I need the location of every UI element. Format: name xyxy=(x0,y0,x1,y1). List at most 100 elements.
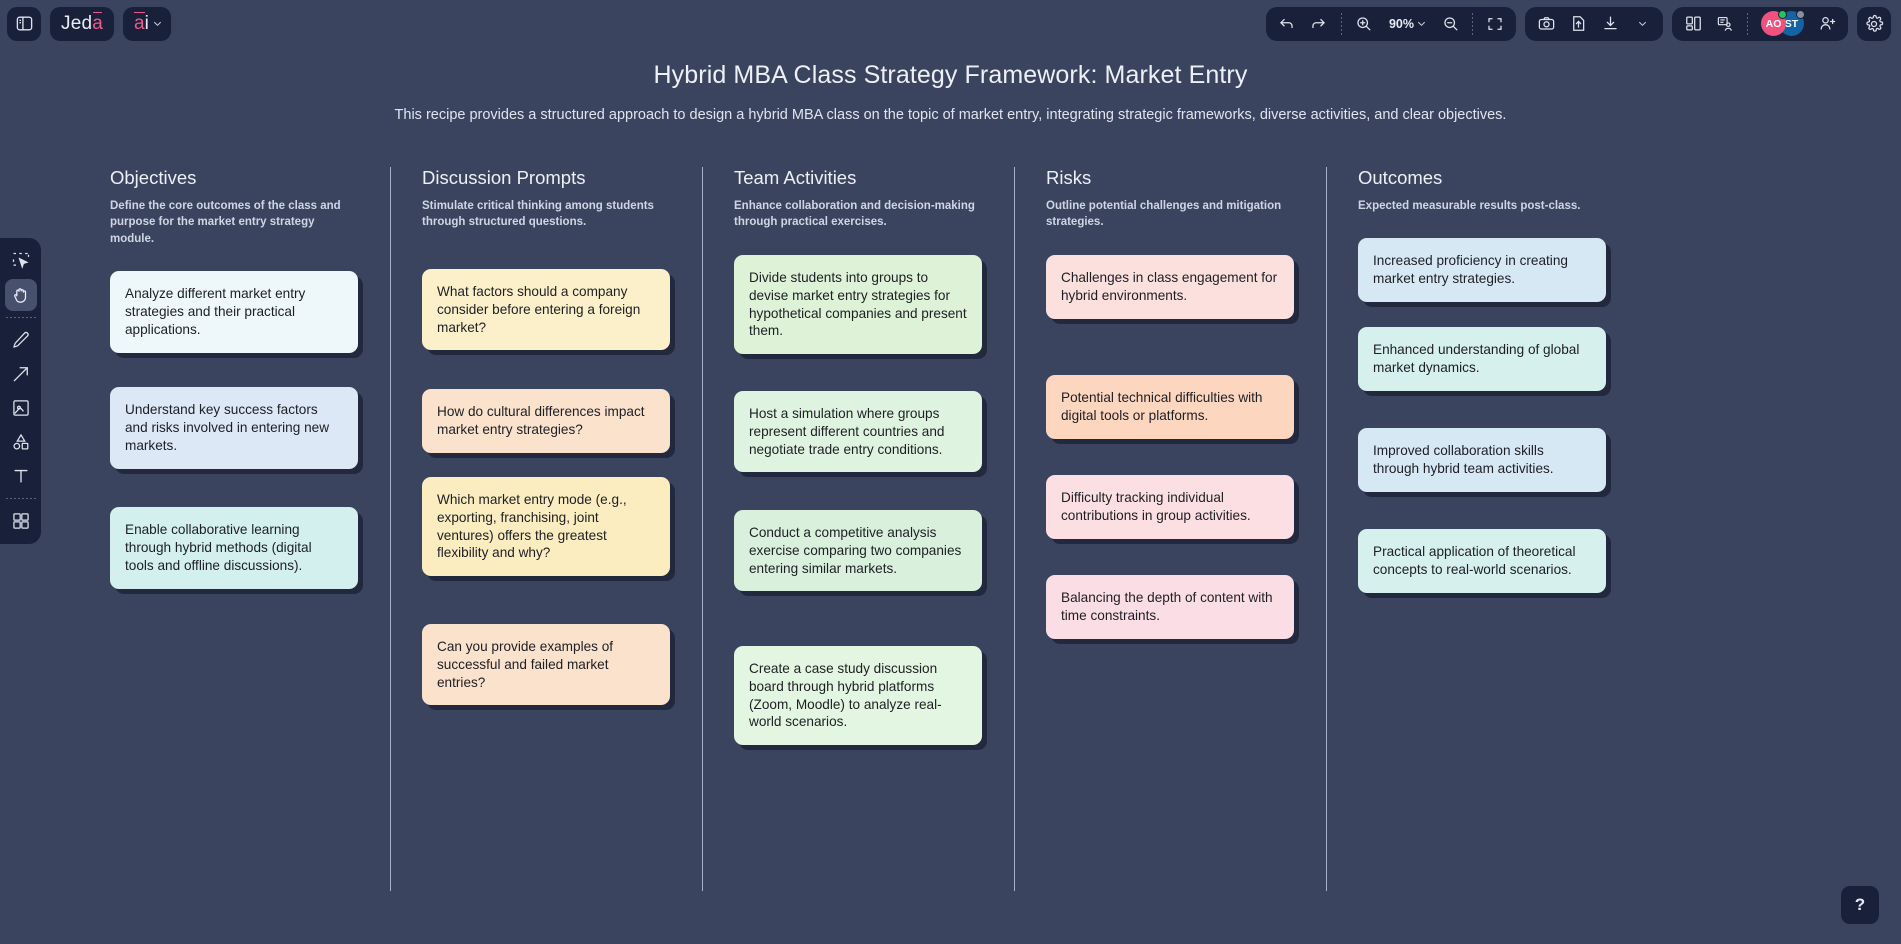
column-heading: Objectives xyxy=(110,167,197,188)
image-icon xyxy=(11,398,31,418)
column-divider xyxy=(1326,167,1327,891)
logo-text: Jeda xyxy=(61,12,104,34)
board-canvas[interactable]: Hybrid MBA Class Strategy Framework: Mar… xyxy=(0,47,1901,944)
toolbar-right-group: 90% xyxy=(1265,6,1901,41)
zoom-level-dropdown[interactable]: 90% xyxy=(1381,9,1433,39)
sticky-card[interactable]: Analyze different market entry strategie… xyxy=(110,270,358,353)
help-button[interactable]: ? xyxy=(1841,886,1879,924)
sticky-card[interactable]: Balancing the depth of content with time… xyxy=(1046,574,1294,639)
rail-divider-1 xyxy=(5,317,36,318)
board-subtitle: This recipe provides a structured approa… xyxy=(394,107,1507,123)
apps-tool-button[interactable] xyxy=(5,505,37,537)
sticky-card[interactable]: Create a case study discussion board thr… xyxy=(734,645,982,746)
shapes-tool-button[interactable] xyxy=(5,426,37,458)
text-icon xyxy=(11,466,31,486)
zoom-out-button[interactable] xyxy=(1435,9,1465,39)
cursor-select-icon xyxy=(11,251,31,271)
avatar-stack[interactable]: AO ST xyxy=(1755,9,1810,39)
image-tool-button[interactable] xyxy=(5,392,37,424)
toolbar-divider xyxy=(1340,12,1342,35)
sidebar-toggle-button[interactable] xyxy=(7,6,41,41)
settings-button[interactable] xyxy=(1857,6,1891,41)
collab-group: AO ST xyxy=(1672,6,1848,41)
toolbar-left-group: Jeda ai xyxy=(0,6,171,41)
column-description: Enhance collaboration and decision-makin… xyxy=(734,200,975,229)
fit-to-screen-button[interactable] xyxy=(1480,9,1510,39)
sticky-card[interactable]: Practical application of theoretical con… xyxy=(1358,529,1606,594)
column-divider xyxy=(1014,167,1015,891)
column-heading: Team Activities xyxy=(734,167,857,188)
sticky-card[interactable]: Challenges in class engagement for hybri… xyxy=(1046,254,1294,319)
sticky-card[interactable]: Difficulty tracking individual contribut… xyxy=(1046,474,1294,539)
column-cards: Analyze different market entry strategie… xyxy=(110,270,358,891)
column-description: Stimulate critical thinking among studen… xyxy=(422,200,654,229)
sticky-card[interactable]: Enhanced understanding of global market … xyxy=(1358,327,1606,392)
column-cards: Challenges in class engagement for hybri… xyxy=(1046,254,1294,875)
presentation-button[interactable] xyxy=(1710,9,1740,39)
history-zoom-group: 90% xyxy=(1265,6,1516,41)
export-dropdown[interactable] xyxy=(1627,9,1657,39)
export-group xyxy=(1525,6,1663,41)
shapes-icon xyxy=(11,432,31,452)
sticky-card[interactable]: What factors should a company consider b… xyxy=(422,268,670,351)
column-divider xyxy=(390,167,391,891)
status-dot-away xyxy=(1796,10,1805,19)
avatar-ao[interactable]: AO xyxy=(1761,10,1787,36)
sticky-card[interactable]: Which market entry mode (e.g., exporting… xyxy=(422,476,670,577)
zoom-in-button[interactable] xyxy=(1349,9,1379,39)
toolbar-divider-2 xyxy=(1472,12,1473,35)
sticky-card[interactable]: Increased proficiency in creating market… xyxy=(1358,238,1606,303)
gear-icon xyxy=(1864,14,1884,34)
board-title: Hybrid MBA Class Strategy Framework: Mar… xyxy=(653,61,1248,89)
app-logo[interactable]: Jeda xyxy=(50,6,115,41)
arrow-tool-button[interactable] xyxy=(5,358,37,390)
avatar-initials: ST xyxy=(1784,17,1799,30)
hand-icon xyxy=(11,285,31,305)
column-description: Outline potential challenges and mitigat… xyxy=(1046,200,1282,229)
pen-tool-button[interactable] xyxy=(5,324,37,356)
select-tool-button[interactable] xyxy=(5,245,37,277)
column-description: Define the core outcomes of the class an… xyxy=(110,200,341,245)
sidebar-toggle-icon xyxy=(15,14,34,33)
layout-button[interactable] xyxy=(1678,9,1708,39)
sticky-card[interactable]: Conduct a competitive analysis exercise … xyxy=(734,509,982,592)
column-divider xyxy=(702,167,703,891)
chevron-down-icon xyxy=(152,18,163,29)
add-user-button[interactable] xyxy=(1812,9,1842,39)
pen-icon xyxy=(11,330,31,350)
left-tool-rail xyxy=(0,238,41,544)
sticky-card[interactable]: Divide students into groups to devise ma… xyxy=(734,254,982,355)
undo-button[interactable] xyxy=(1272,9,1302,39)
ai-menu-button[interactable]: ai xyxy=(123,6,171,41)
top-toolbar: Jeda ai xyxy=(0,0,1901,47)
sticky-card[interactable]: Can you provide examples of successful a… xyxy=(422,623,670,706)
sticky-card[interactable]: Host a simulation where groups represent… xyxy=(734,390,982,473)
sticky-card[interactable]: Understand key success factors and risks… xyxy=(110,386,358,469)
zoom-level-label: 90% xyxy=(1388,16,1414,31)
help-label: ? xyxy=(1854,895,1866,914)
text-tool-button[interactable] xyxy=(5,460,37,492)
hand-tool-button[interactable] xyxy=(4,279,37,311)
column-cards: Increased proficiency in creating market… xyxy=(1358,238,1606,858)
sticky-card[interactable]: How do cultural differences impact marke… xyxy=(422,388,670,453)
redo-button[interactable] xyxy=(1304,9,1334,39)
rail-divider-2 xyxy=(5,498,36,499)
ai-label: ai xyxy=(134,12,149,34)
sticky-card[interactable]: Potential technical difficulties with di… xyxy=(1046,374,1294,439)
sticky-card[interactable]: Enable collaborative learning through hy… xyxy=(110,506,358,589)
sticky-card[interactable]: Improved collaboration skills through hy… xyxy=(1358,428,1606,493)
download-button[interactable] xyxy=(1595,9,1625,39)
arrow-icon xyxy=(11,364,31,384)
upload-button[interactable] xyxy=(1563,9,1593,39)
camera-button[interactable] xyxy=(1531,9,1561,39)
